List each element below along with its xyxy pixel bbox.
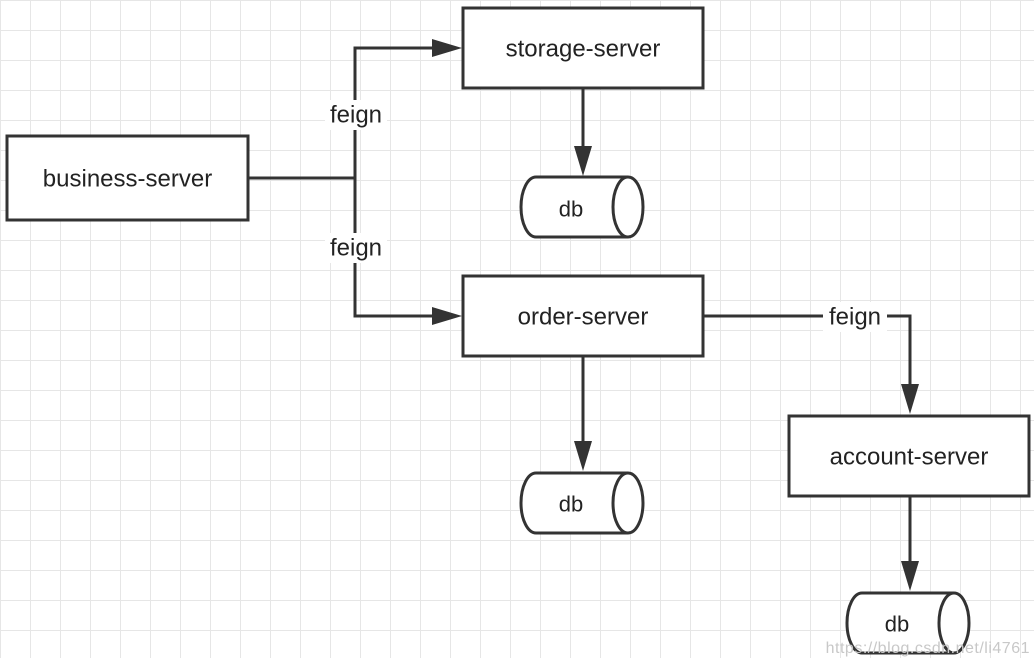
arrowhead-order-db [574, 441, 592, 471]
arrowhead-order [432, 307, 462, 325]
node-account-label: account-server [830, 444, 989, 471]
arrowhead-account-db [901, 561, 919, 591]
watermark-text: https://blog.csdn.net/li4761 [825, 640, 1030, 657]
edge-account-to-db [901, 496, 919, 591]
arrowhead-storage-db [574, 146, 592, 176]
db-storage-label: db [559, 197, 583, 222]
edge-order-to-account: feign [703, 302, 919, 414]
node-order-server[interactable]: order-server [461, 274, 705, 358]
arrowhead-storage [432, 39, 462, 57]
db-account-label: db [885, 612, 909, 637]
edge-label-order: feign [325, 233, 387, 263]
db-order-cylinder[interactable]: db [519, 471, 645, 535]
arrowhead-account [901, 384, 919, 414]
edge-label-storage: feign [325, 100, 387, 130]
db-account-cylinder[interactable]: db [845, 591, 971, 655]
node-storage-server[interactable]: storage-server [461, 6, 705, 90]
db-storage-cylinder[interactable]: db [519, 175, 645, 239]
edge-order-to-db [574, 356, 592, 471]
db-order-label: db [559, 492, 583, 517]
edge-business-to-order [353, 178, 436, 318]
edge-business-branches [248, 39, 462, 325]
node-business-server[interactable]: business-server [5, 134, 250, 222]
edge-business-to-storage [353, 46, 436, 178]
node-storage-label: storage-server [506, 36, 661, 63]
node-order-label: order-server [518, 304, 649, 331]
edge-label-account-text: feign [829, 304, 881, 331]
edge-label-storage-text: feign [330, 102, 382, 129]
edge-label-order-text: feign [330, 235, 382, 262]
node-business-label: business-server [43, 166, 212, 193]
node-account-server[interactable]: account-server [787, 414, 1031, 498]
edge-storage-to-db [574, 88, 592, 176]
